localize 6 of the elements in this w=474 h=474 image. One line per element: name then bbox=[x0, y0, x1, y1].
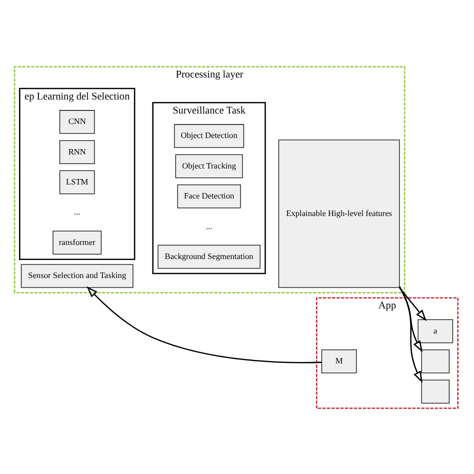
arrow bbox=[399, 286, 422, 382]
arrow bbox=[399, 286, 423, 352]
node-box bbox=[421, 379, 450, 403]
node-box bbox=[421, 349, 450, 373]
arrow bbox=[86, 286, 322, 363]
arrow bbox=[399, 286, 427, 321]
